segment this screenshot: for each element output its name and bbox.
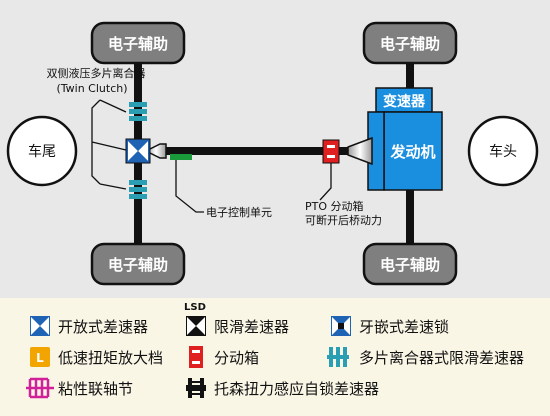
aux-label: 电子辅助 [108,35,168,53]
aux-box-rear-bottom: 电子辅助 [90,242,186,286]
lsd-tag: LSD [184,302,206,313]
transfer-case-icon [189,346,203,368]
legend-label: 多片离合器式限滑差速器 [359,349,524,367]
cv-joint-front [347,136,373,166]
legend-item-multi-plate-lsd: 多片离合器式限滑差速器 [327,347,524,367]
legend: 开放式差速器 LSD 限滑差速器 牙嵌式差速锁 L [26,302,524,399]
torsen-differential-icon [186,378,206,398]
front-label: 车头 [489,143,517,160]
callout-lines [91,99,332,213]
twin-clutch-label: 双侧液压多片离合器 [47,66,146,80]
pto-leader [319,163,332,201]
legend-label: 牙嵌式差速锁 [359,318,449,336]
clutch-pack-lower [129,180,147,199]
pto-label: PTO 分动箱 [305,199,364,213]
legend-background [0,298,550,416]
aux-box-rear-top: 电子辅助 [90,21,186,65]
ecu-label: 电子控制单元 [206,205,272,219]
aux-label: 电子辅助 [108,256,168,274]
engine: 发动机 [367,111,443,191]
aux-box-front-bottom: 电子辅助 [362,242,458,286]
pto-transfer-case-icon [322,139,340,164]
legend-label: 限滑差速器 [214,318,289,336]
aux-label: 电子辅助 [380,256,440,274]
legend-label: 粘性联轴节 [58,380,133,398]
open-differential-icon [30,316,50,336]
clutch-pack-upper [129,102,147,121]
engine-label: 发动机 [389,143,435,161]
ecu-block [170,154,192,160]
legend-item-lsd: LSD 限滑差速器 [184,302,289,336]
aux-label: 电子辅助 [380,35,440,53]
legend-label: 托森扭力感应自锁差速器 [214,380,379,398]
legend-item-torsen: 托森扭力感应自锁差速器 [186,378,379,398]
legend-label: 低速扭矩放大档 [58,349,163,367]
front-indicator: 车头 [467,115,539,187]
low-range-icon: L [30,347,50,367]
twin-clutch-label-en: (Twin Clutch) [56,82,127,95]
twin-clutch-leader-upper [99,99,127,113]
viscous-coupling-icon [26,377,54,399]
legend-label: 分动箱 [214,349,259,367]
low-range-glyph: L [36,351,44,365]
legend-item-viscous: 粘性联轴节 [26,377,133,399]
multi-plate-clutch-icon [327,347,349,367]
twin-clutch-leader-middle [91,141,127,151]
gearbox-label: 变速器 [383,93,426,110]
legend-item-open-diff: 开放式差速器 [30,316,148,336]
legend-item-low-range: L 低速扭矩放大档 [30,347,163,367]
legend-item-transfer-case: 分动箱 [189,346,259,368]
twin-clutch-leader-lower [99,183,127,190]
cv-joint-rear [144,143,167,159]
rear-label: 车尾 [28,143,56,160]
limited-slip-differential-icon [186,316,206,336]
locking-differential-icon [331,316,351,336]
ecu-leader [175,160,204,213]
rear-open-differential-icon [125,138,151,164]
gearbox: 变速器 [375,87,433,113]
legend-item-locking-diff: 牙嵌式差速锁 [331,316,449,336]
rear-indicator: 车尾 [6,115,78,187]
pto-sublabel: 可断开后桥动力 [305,213,382,227]
aux-box-front-top: 电子辅助 [362,21,458,65]
legend-label: 开放式差速器 [58,318,148,336]
